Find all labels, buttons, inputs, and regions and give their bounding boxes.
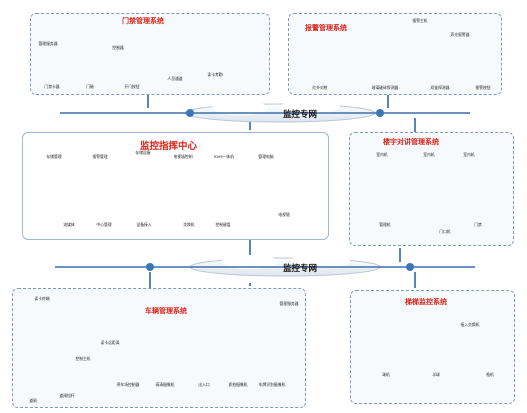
elevator-switch-label: 接入交换机 — [460, 322, 480, 327]
vehicle-ptz-label: 抓拍摄像机 — [228, 382, 248, 387]
alarm-host-label: 报警主机 — [412, 18, 428, 23]
alarm-button-label: 报警按钮 — [475, 85, 491, 90]
alarm-pir-label: 双鉴探测器 — [430, 85, 450, 90]
alarm-panel — [288, 13, 502, 95]
center-keyboard-label: 控制键盘 — [215, 222, 231, 227]
center-switch-label: 交换机 — [183, 222, 195, 227]
alarm-glass-label: 玻璃破碎探测器 — [371, 85, 399, 90]
center-alarm-mgmt-label: 报警管理 — [92, 154, 108, 159]
elevator-panel — [350, 290, 515, 404]
door-system-title: 门禁管理系统 — [122, 17, 164, 25]
intercom-mgmt-label: 管理机 — [379, 222, 391, 227]
vehicle-terminal-label: 读卡终端 — [34, 296, 50, 301]
intercom-door-unit-label: 门口机 — [439, 229, 451, 234]
router-icon — [406, 263, 414, 271]
vehicle-barrier-label: 道闸 — [29, 398, 37, 403]
intercom-title: 楼宇对讲管理系统 — [383, 138, 439, 146]
intercom-indoor2-label: 室内机 — [423, 152, 435, 157]
center-wall-label: 电视墙 — [278, 212, 290, 217]
vehicle-exit-ctrl-label: 出入口 — [198, 382, 210, 387]
vehicle-panel — [12, 288, 306, 408]
vehicle-stop-label: 道闸挡杆 — [59, 393, 75, 398]
network-label-bottom: 监控专网 — [282, 264, 318, 274]
center-pc-label: 管理电脑 — [258, 154, 274, 159]
alarm-system-title: 报警管理系统 — [305, 24, 347, 32]
vehicle-controller-label: 控制主机 — [75, 356, 91, 361]
network-cloud-bottom — [55, 254, 475, 277]
door-controller-label: 控制器 — [112, 45, 124, 50]
door-server-label: 管理服务器 — [38, 41, 58, 46]
center-central-label: 中心管理 — [96, 222, 112, 227]
elevator-bullet-label: 枪机 — [486, 372, 494, 377]
elevator-dome2-label: 半球 — [432, 372, 440, 377]
network-cloud-top — [60, 100, 470, 123]
center-storage-mgmt-label: 存储管理 — [46, 154, 62, 159]
network-label-top: 监控专网 — [282, 110, 318, 120]
alarm-beam-label: 红外对射 — [312, 85, 328, 90]
intercom-panel — [349, 132, 514, 246]
door-gate-label: 人员通道 — [167, 76, 183, 81]
router-icon — [376, 109, 384, 117]
vehicle-lpr-label: 车牌识别摄像机 — [258, 382, 286, 387]
center-access-label: 设备接入 — [136, 222, 152, 227]
intercom-indoor1-label: 室内机 — [376, 152, 388, 157]
intercom-door-label: 门禁 — [474, 222, 482, 227]
door-attendance-label: 读卡考勤 — [207, 72, 223, 77]
center-storage-dev-label: 存储设备 — [135, 150, 151, 155]
intercom-indoor3-label: 室内机 — [463, 152, 475, 157]
center-tv-wall-label: 电视墙控制 — [173, 154, 193, 159]
alarm-siren-label: 声光报警器 — [450, 32, 470, 37]
vehicle-hd-cam-label: 高清摄像机 — [155, 382, 175, 387]
door-access-panel — [30, 13, 270, 95]
elevator-title: 梯梯监控系统 — [405, 298, 447, 306]
center-title: 监控指挥中心 — [140, 141, 198, 152]
elevator-dome1-label: 球机 — [382, 372, 390, 377]
router-icon — [186, 109, 194, 117]
center-panel — [22, 132, 329, 240]
door-exit-label: 开门按钮 — [124, 84, 140, 89]
vehicle-title: 车辆管理系统 — [145, 307, 187, 315]
center-kvm-label: KVM一体机 — [214, 154, 234, 159]
vehicle-cam-ctrl-label: 停车场控制器 — [116, 382, 140, 387]
vehicle-antenna-label: 读卡远距离 — [100, 340, 120, 345]
door-magnet-label: 门磁 — [86, 84, 94, 89]
router-icon — [146, 263, 154, 271]
center-media-label: 流媒体 — [63, 222, 75, 227]
door-reader-label: 门禁卡器 — [44, 84, 60, 89]
vehicle-mgmt-server-label: 管理服务器 — [279, 301, 299, 306]
